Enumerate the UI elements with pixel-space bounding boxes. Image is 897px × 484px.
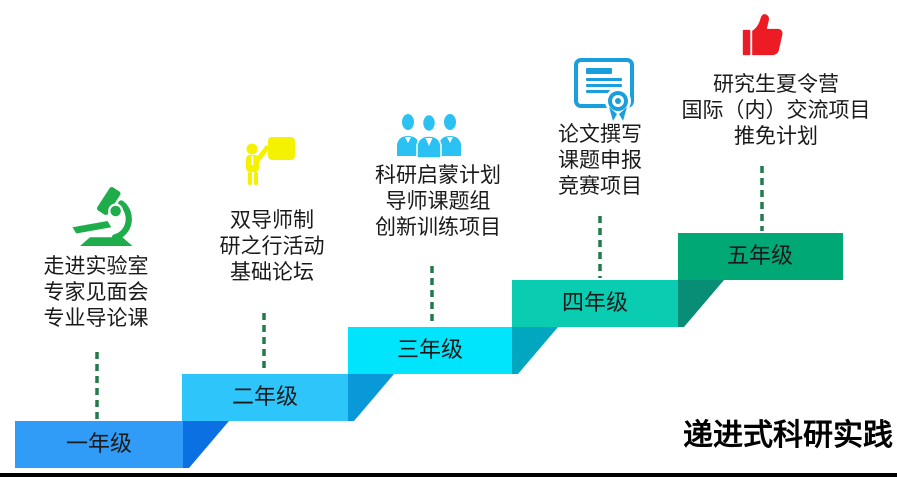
bottom-rule (0, 473, 897, 477)
certificate-icon (571, 55, 637, 123)
activity-label: 双导师制 (230, 209, 314, 232)
microscope-body (72, 187, 133, 246)
microscope-icon (67, 186, 143, 246)
certificate-seal-center (615, 98, 621, 104)
step-fold-3 (512, 327, 558, 374)
column-grade-4: 论文撰写 课题申报 竞赛项目 (558, 122, 642, 200)
activity-label: 研之行活动 (219, 235, 325, 258)
step-bar-3 (348, 327, 512, 374)
step-label-grade-2: 二年级 (231, 384, 298, 409)
activity-label: 科研启蒙计划 (375, 164, 501, 187)
step-fold-4 (678, 280, 724, 327)
step-bar-1 (15, 421, 183, 468)
activity-label: 导师课题组 (385, 190, 491, 213)
step-bar-4 (512, 280, 678, 327)
step-label-grade-1: 一年级 (65, 431, 132, 456)
activity-label: 论文撰写 (558, 123, 642, 146)
activity-label: 竞赛项目 (558, 175, 642, 198)
activity-label: 课题申报 (558, 149, 642, 172)
activity-label: 基础论坛 (230, 261, 314, 284)
activity-label: 专业导论课 (43, 307, 149, 330)
column-grade-5: 研究生夏令营 国际（内）交流项目 推免计划 (682, 72, 871, 150)
activity-label: 国际（内）交流项目 (681, 99, 871, 122)
activity-label: 研究生夏令营 (713, 73, 839, 96)
team-center-figure (416, 113, 442, 158)
team-icon (396, 112, 462, 158)
step-label-grade-5: 五年级 (726, 243, 793, 268)
column-grade-1: 走进实验室 专家见面会 专业导论课 (44, 254, 149, 332)
step-label-grade-4: 四年级 (561, 290, 628, 315)
activity-label: 走进实验室 (43, 255, 149, 278)
presenter-icon (238, 134, 298, 188)
activity-label: 专家见面会 (43, 281, 149, 304)
step-bar-2 (182, 374, 348, 421)
thumbs-up-icon (740, 11, 785, 58)
microscope-knob (110, 205, 121, 217)
step-label-grade-3: 三年级 (396, 337, 463, 362)
activity-label: 创新训练项目 (375, 216, 501, 239)
step-bar-5 (678, 233, 843, 280)
column-grade-3: 科研启蒙计划 导师课题组 创新训练项目 (375, 163, 501, 241)
step-fold-1 (183, 421, 229, 468)
team-side-figures (397, 114, 461, 156)
presenter-figure (246, 137, 295, 185)
diagram-title: 递进式科研实践 (683, 419, 893, 452)
activity-label: 推免计划 (734, 125, 818, 148)
certificate-lines (586, 68, 622, 93)
certificate-frame (574, 58, 634, 108)
step-fold-2 (348, 374, 394, 421)
thumbs-up-shape (742, 14, 783, 56)
column-grade-2: 双导师制 研之行活动 基础论坛 (220, 208, 325, 286)
microscope-arm (111, 200, 132, 241)
